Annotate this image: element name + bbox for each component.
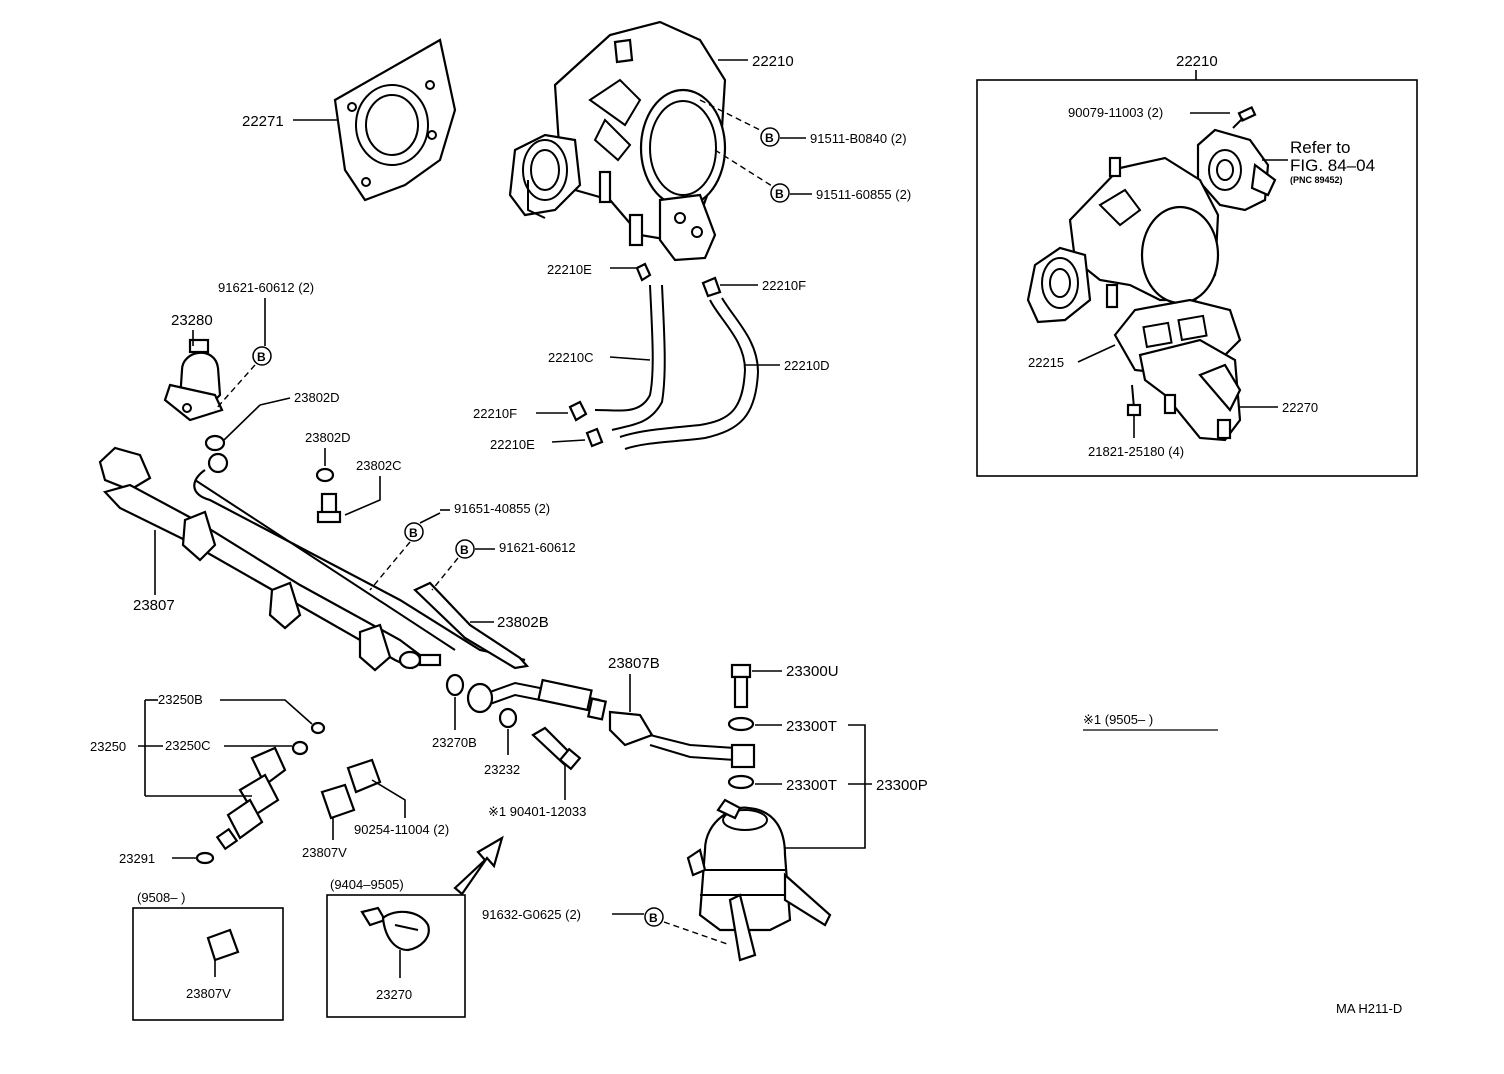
fuel-rail-23807-drawing (98, 446, 530, 672)
label-22215: 22215 (1028, 355, 1064, 370)
label-23250c: 23250C (165, 738, 211, 753)
inset-title-22210: 22210 (1176, 53, 1218, 70)
label-22210e-b: 22210E (490, 437, 535, 452)
label-23802d-a: 23802D (294, 390, 340, 405)
label-90401-12033: ※1 90401-12033 (488, 804, 586, 819)
label-23300t-b: 23300T (786, 777, 837, 794)
union-bolt-23802c-drawing (316, 492, 342, 524)
label-91651-40855: 91651-40855 (2) (454, 501, 550, 516)
label-22210c: 22210C (548, 350, 594, 365)
label-23807v-b: 23807V (186, 986, 231, 1001)
label-23807b: 23807B (608, 655, 660, 672)
label-23300u: 23300U (786, 663, 839, 680)
label-23300t-a: 23300T (786, 718, 837, 735)
gasket-22271-drawing (333, 38, 457, 202)
bolt-marker-b: B (252, 346, 272, 366)
label-22270: 22270 (1282, 400, 1318, 415)
label-23280: 23280 (171, 312, 213, 329)
label-23291: 23291 (119, 851, 155, 866)
svg-text:B: B (409, 526, 418, 540)
hose-drawing (568, 262, 760, 450)
label-23300p: 23300P (876, 777, 928, 794)
note-9505: ※1 (9505– ) (1083, 712, 1153, 727)
throttle-sensor-drawing (1196, 128, 1277, 212)
inset-throttle-body-drawing (1026, 156, 1220, 324)
label-23250b: 23250B (158, 692, 203, 707)
union-bolt-90401-drawing (531, 726, 582, 771)
pulsation-damper-23270-drawing (360, 906, 430, 952)
label-91621-60612: 91621-60612 (499, 540, 576, 555)
box-9508 (132, 907, 284, 1021)
label-9508-range: (9508– ) (137, 890, 185, 905)
fuel-line-23807b-drawing (466, 678, 736, 761)
fuel-filter-drawing (686, 663, 832, 962)
bolt-marker-b: B (455, 539, 475, 559)
cap-90254-drawing (320, 758, 382, 820)
label-91511-60855: 91511-60855 (2) (816, 187, 911, 202)
pressure-regulator-23280-drawing (163, 338, 224, 422)
label-23232: 23232 (484, 762, 520, 777)
refer-fig-text: FIG. 84–04 (1290, 156, 1375, 175)
bolt-marker-b: B (770, 183, 790, 203)
label-91511-b0840: 91511-B0840 (2) (810, 131, 907, 146)
label-22210f-a: 22210F (762, 278, 806, 293)
label-91632-g0625: 91632-G0625 (2) (482, 907, 581, 922)
label-22210-top: 22210 (752, 53, 794, 70)
label-23802b: 23802B (497, 614, 549, 631)
screw-90079-drawing (1232, 105, 1257, 129)
refer-pnc-text: (PNC 89452) (1290, 175, 1343, 185)
idle-valve-22270-drawing (1138, 338, 1242, 442)
label-91621-60612-2: 91621-60612 (2) (218, 280, 314, 295)
box-9404-9505 (326, 894, 466, 1018)
label-21821-25180: 21821-25180 (4) (1088, 444, 1184, 459)
footer-code: MA H211-D (1336, 1001, 1402, 1016)
bolt-marker-b: B (644, 907, 664, 927)
label-22271: 22271 (242, 113, 284, 130)
cap-23807v-drawing (206, 928, 240, 962)
label-23250: 23250 (90, 739, 126, 754)
arrow-icon (453, 835, 504, 896)
label-22210d: 22210D (784, 358, 830, 373)
label-90254-11004: 90254-11004 (2) (354, 822, 449, 837)
refer-to-text: Refer to (1290, 138, 1350, 157)
label-23270: 23270 (376, 987, 412, 1002)
label-23807: 23807 (133, 597, 175, 614)
label-22210f-b: 22210F (473, 406, 517, 421)
svg-text:B: B (775, 187, 784, 201)
label-23807v-a: 23807V (302, 845, 347, 860)
label-23802d-b: 23802D (305, 430, 351, 445)
stud-21821-drawing (1126, 384, 1142, 417)
label-23270b: 23270B (432, 735, 477, 750)
throttle-body-drawing (508, 20, 727, 262)
svg-text:B: B (765, 131, 774, 145)
bolt-marker-b: B (760, 127, 780, 147)
label-23802c: 23802C (356, 458, 402, 473)
label-22210e-a: 22210E (547, 262, 592, 277)
label-90079-11003: 90079-11003 (2) (1068, 105, 1163, 120)
bolt-marker-b: B (404, 522, 424, 542)
injector-23250-drawing (215, 721, 326, 851)
label-9404-9505-range: (9404–9505) (330, 877, 404, 892)
svg-text:B: B (460, 543, 469, 557)
inset-box-22210 (976, 79, 1418, 477)
svg-text:B: B (649, 911, 658, 925)
svg-text:B: B (257, 350, 266, 364)
